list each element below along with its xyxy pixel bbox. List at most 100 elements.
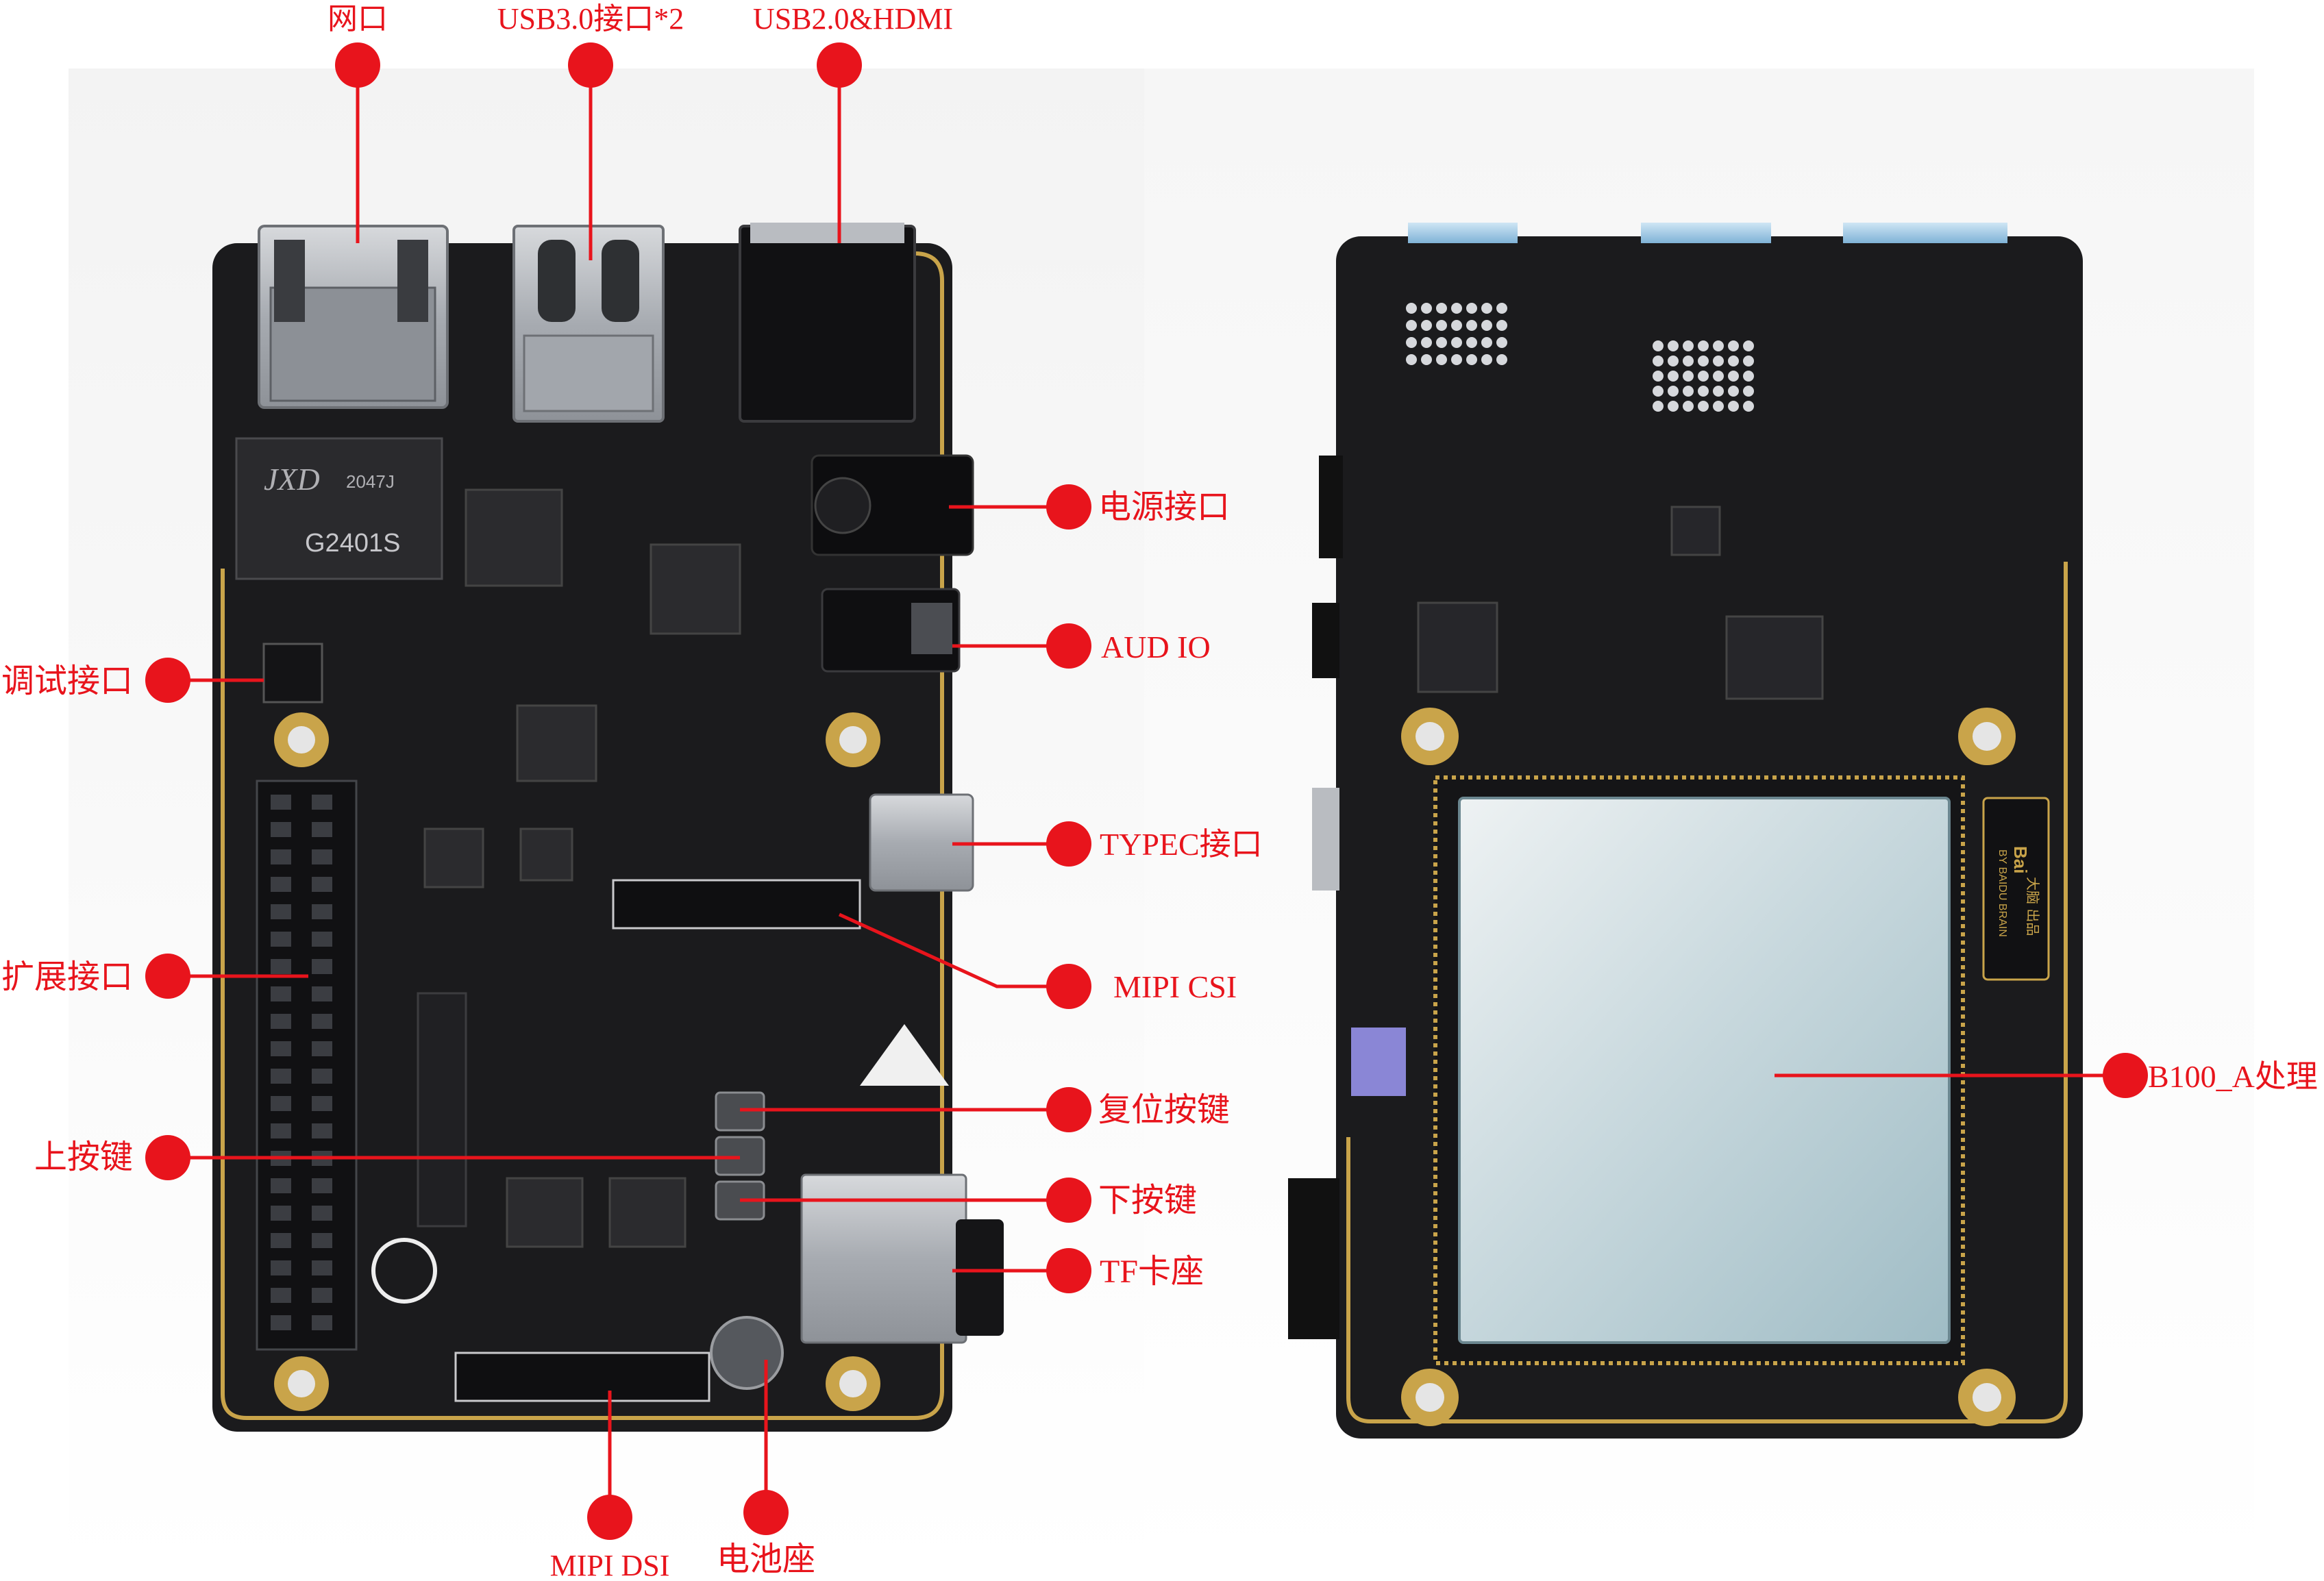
board-top-side: JXD 2047J G2401S	[212, 223, 1004, 1432]
memory-chip-a	[418, 993, 466, 1226]
bottom-chip-b	[1727, 617, 1822, 699]
bga-pad	[1436, 354, 1447, 365]
soc-chip-a	[466, 490, 562, 586]
bga-pad	[1698, 371, 1709, 382]
bottom-side-connector-b	[1312, 603, 1339, 678]
baidu-brand-text: Bai	[2010, 846, 2031, 873]
bga-pad	[1481, 320, 1492, 331]
mipi-dsi-connector	[456, 1353, 709, 1401]
jxd-transformer	[236, 438, 442, 579]
header-pin	[271, 1069, 291, 1084]
header-pin	[312, 1014, 332, 1029]
header-pin	[312, 822, 332, 837]
bottom-chip-a	[1418, 603, 1497, 692]
header-pin	[271, 1233, 291, 1248]
callout-b100-label: B100_A处理	[2148, 1059, 2318, 1094]
usb3-port-slot-right	[602, 240, 639, 322]
callout-mipidsi-label: MIPI DSI	[550, 1549, 670, 1581]
bga-pad	[1421, 303, 1432, 314]
ethernet-led-right	[397, 240, 428, 322]
bga-pad	[1728, 386, 1739, 397]
bga-pad	[1466, 320, 1477, 331]
bga-pad	[1698, 386, 1709, 397]
bottom-edge-connector-a	[1408, 223, 1518, 243]
header-pin	[271, 1123, 291, 1138]
header-pin	[271, 1014, 291, 1029]
header-pin	[271, 822, 291, 837]
bga-pad	[1481, 354, 1492, 365]
header-pin	[271, 1206, 291, 1221]
bga-pad	[1421, 320, 1432, 331]
bga-pad	[1653, 401, 1664, 412]
board-bottom-side: Bai 大脑 出品 BY BAIDU BRAIN	[1288, 223, 2083, 1439]
bga-pad	[1451, 337, 1462, 348]
bottom-edge-connector-b	[1641, 223, 1771, 243]
callout-typec-label: TYPEC接口	[1100, 827, 1263, 862]
bottom-chip-c	[1672, 507, 1720, 555]
memory-chip-c	[610, 1178, 685, 1247]
bga-pad	[1496, 337, 1507, 348]
bga-pad	[1713, 356, 1724, 366]
pmic-chip	[517, 706, 596, 781]
bottom-edge-connector-c	[1843, 223, 2007, 243]
bga-pad	[1421, 337, 1432, 348]
bga-pad	[1683, 371, 1694, 382]
bga-pad	[1436, 303, 1447, 314]
bga-pad	[1496, 354, 1507, 365]
callout-battery-label: 电池座	[717, 1541, 815, 1578]
header-pin	[271, 904, 291, 919]
jxd-code-text: 2047J	[346, 471, 395, 492]
battery-holder	[711, 1317, 782, 1389]
header-pin	[312, 904, 332, 919]
callout-mipicsi-label: MIPI CSI	[1113, 969, 1237, 1004]
callout-usb3: USB3.0接口*2	[497, 2, 684, 260]
bga-pad	[1653, 371, 1664, 382]
callout-ethernet: 网口	[327, 2, 388, 243]
header-pin	[312, 1041, 332, 1056]
bga-pad	[1466, 354, 1477, 365]
bga-pad	[1713, 340, 1724, 351]
callout-power: 电源接口	[949, 484, 1230, 530]
bga-pad	[1466, 337, 1477, 348]
callout-expansion-label: 扩展接口	[1, 959, 133, 995]
callout-usb3-label: USB3.0接口*2	[497, 2, 684, 36]
bga-pad	[1668, 371, 1679, 382]
header-pin	[312, 986, 332, 1001]
bga-pad	[1406, 337, 1417, 348]
usb2-hdmi-connector	[740, 226, 915, 421]
header-pin	[312, 1123, 332, 1138]
bga-pad	[1683, 401, 1694, 412]
callout-usb2hdmi: USB2.0&HDMI	[753, 2, 953, 243]
callout-tfcard-label: TF卡座	[1100, 1254, 1204, 1290]
header-pin	[271, 1041, 291, 1056]
header-pin	[271, 1178, 291, 1193]
bga-pad	[1713, 371, 1724, 382]
bga-pad	[1406, 303, 1417, 314]
header-pin	[312, 1096, 332, 1111]
callout-power-label: 电源接口	[1098, 489, 1230, 525]
bga-pad	[1668, 401, 1679, 412]
bga-pad	[1743, 401, 1754, 412]
bga-pad	[1496, 320, 1507, 331]
bga-pad	[1728, 356, 1739, 366]
bottom-side-connector-d	[1288, 1178, 1339, 1339]
bga-pad	[1436, 320, 1447, 331]
header-pin	[271, 849, 291, 864]
bga-pad	[1683, 356, 1694, 366]
soc-chip-b	[651, 545, 740, 634]
bga-pad	[1728, 401, 1739, 412]
bga-pad	[1668, 356, 1679, 366]
header-pin	[271, 877, 291, 892]
bga-pad	[1406, 354, 1417, 365]
bga-pad	[1451, 320, 1462, 331]
bga-pad	[1743, 371, 1754, 382]
header-pin	[312, 1288, 332, 1303]
bga-pad	[1683, 340, 1694, 351]
bga-pad	[1406, 320, 1417, 331]
header-pin	[271, 1260, 291, 1275]
b100-module-shield	[1459, 798, 1949, 1343]
header-pin	[271, 1315, 291, 1330]
baidu-cn-text: 大脑 出品	[2025, 877, 2041, 936]
